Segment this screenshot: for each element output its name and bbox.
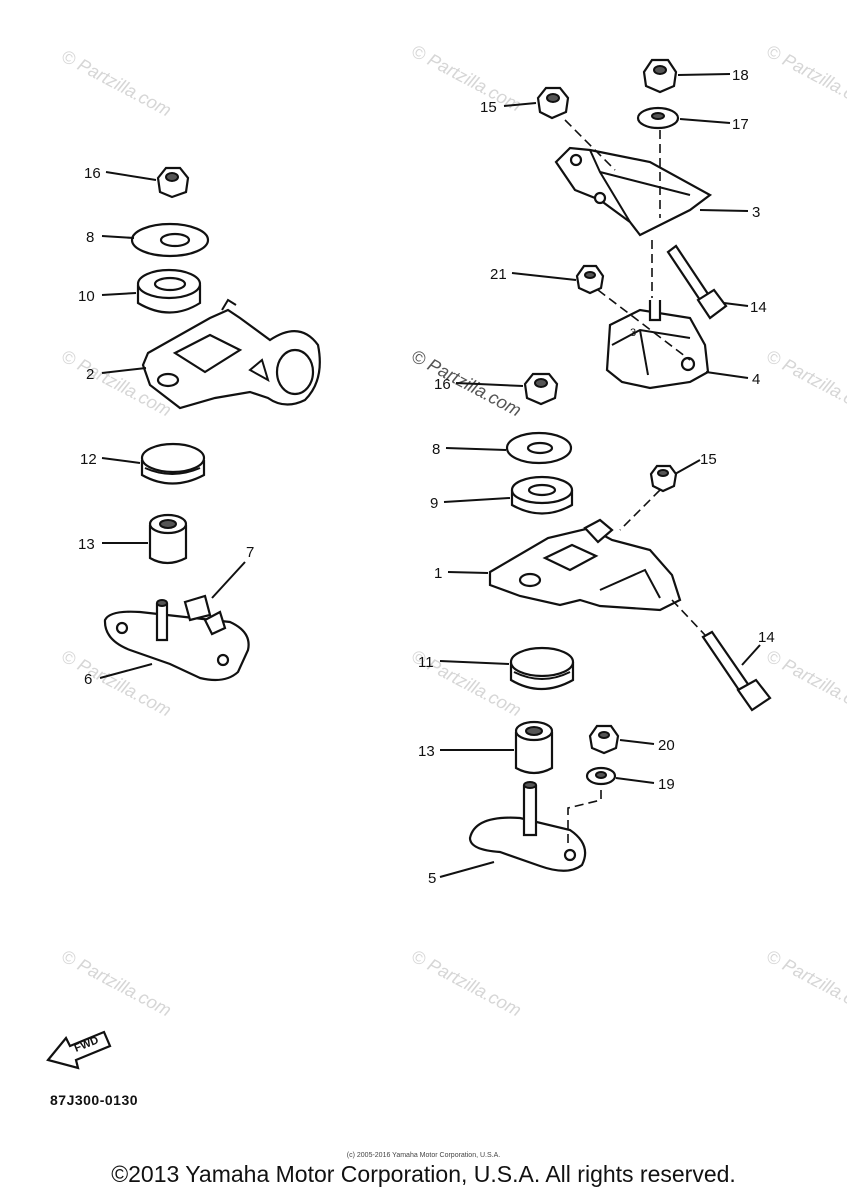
- callout-4: 4: [752, 371, 760, 388]
- callout-16-right: 16: [434, 376, 451, 393]
- part-nut-15-upper: [536, 86, 570, 120]
- part-mount-plate-5: [468, 781, 587, 872]
- callout-5: 5: [428, 870, 436, 887]
- watermark: © Partzilla.com: [408, 41, 524, 116]
- exploded-parts-diagram: .ln { stroke: #111; stroke-width: 2; fil…: [46, 41, 847, 1070]
- watermark: © Partzilla.com: [58, 46, 174, 121]
- watermark: © Partzilla.com: [58, 946, 174, 1021]
- callout-11: 11: [418, 654, 434, 671]
- callout-14-lower: 14: [758, 629, 775, 646]
- part-bolt-14-upper: [666, 244, 728, 320]
- watermark: © Partzilla.com: [408, 946, 524, 1021]
- part-damper-9: [510, 475, 574, 515]
- watermark: © Partzilla.com: [763, 646, 847, 721]
- part-nut-18: [642, 58, 678, 94]
- part-damper-10-left: [136, 268, 202, 314]
- copyright-footer: ©2013 Yamaha Motor Corporation, U.S.A. A…: [111, 1161, 736, 1187]
- part-nut-16-left: [156, 166, 190, 199]
- callout-3: 3: [752, 204, 760, 221]
- callout-6: 6: [84, 671, 92, 688]
- callout-13-right: 13: [418, 743, 435, 760]
- part-bracket-1: [488, 518, 682, 612]
- callout-labels: 16 8 10 2 12 13 7 6 15 18 17 3 21 14 4 1…: [78, 67, 775, 887]
- callout-19: 19: [658, 776, 675, 793]
- part-nut-21: [575, 264, 605, 295]
- callout-13-left: 13: [78, 536, 95, 553]
- part-nut-15-lower: [649, 464, 678, 493]
- part-damper-12: [140, 442, 206, 485]
- part-collar-13-left: [148, 513, 188, 565]
- callout-15-upper: 15: [480, 99, 497, 116]
- part-washer-8-right: [505, 431, 573, 465]
- figure-code: 87J300-0130: [50, 1092, 139, 1108]
- callout-18: 18: [732, 67, 749, 84]
- callout-2: 2: [86, 366, 94, 383]
- part-nut-20: [588, 724, 620, 755]
- part-damper-11: [509, 646, 575, 690]
- part-stamp: 3: [630, 327, 636, 339]
- callout-20: 20: [658, 737, 675, 754]
- callout-15-lower: 15: [700, 451, 717, 468]
- part-mount-plate-6: [103, 594, 250, 682]
- part-bracket-2: [141, 298, 321, 410]
- small-copyright: (c) 2005-2016 Yamaha Motor Corporation, …: [346, 1152, 501, 1159]
- part-bolt-14-lower: [701, 630, 772, 712]
- callout-1: 1: [434, 565, 442, 582]
- part-collar-13-right: [514, 720, 554, 775]
- part-washer-19: [585, 766, 617, 786]
- watermark: © Partzilla.com: [763, 346, 847, 421]
- leader-lines: [99, 73, 761, 878]
- part-washer-17: [636, 106, 680, 130]
- assembly-center-lines: [564, 119, 706, 845]
- callout-9: 9: [430, 495, 438, 512]
- callout-8-right: 8: [432, 441, 440, 458]
- part-nut-16-right: [523, 372, 559, 406]
- callout-14-upper: 14: [750, 299, 767, 316]
- part-washer-8-left: [130, 222, 210, 258]
- callout-21: 21: [490, 266, 507, 283]
- callout-10: 10: [78, 288, 95, 305]
- callout-12: 12: [80, 451, 97, 468]
- callout-8-left: 8: [86, 229, 94, 246]
- callout-7: 7: [246, 544, 254, 561]
- callout-17: 17: [732, 116, 749, 133]
- watermark: © Partzilla.com: [763, 41, 847, 116]
- callout-16-left: 16: [84, 165, 101, 182]
- part-mount-block-4: 3: [605, 300, 710, 390]
- fwd-arrow-icon: FWD: [46, 1030, 112, 1070]
- part-bracket-3: [554, 146, 713, 237]
- watermark: © Partzilla.com: [763, 946, 847, 1021]
